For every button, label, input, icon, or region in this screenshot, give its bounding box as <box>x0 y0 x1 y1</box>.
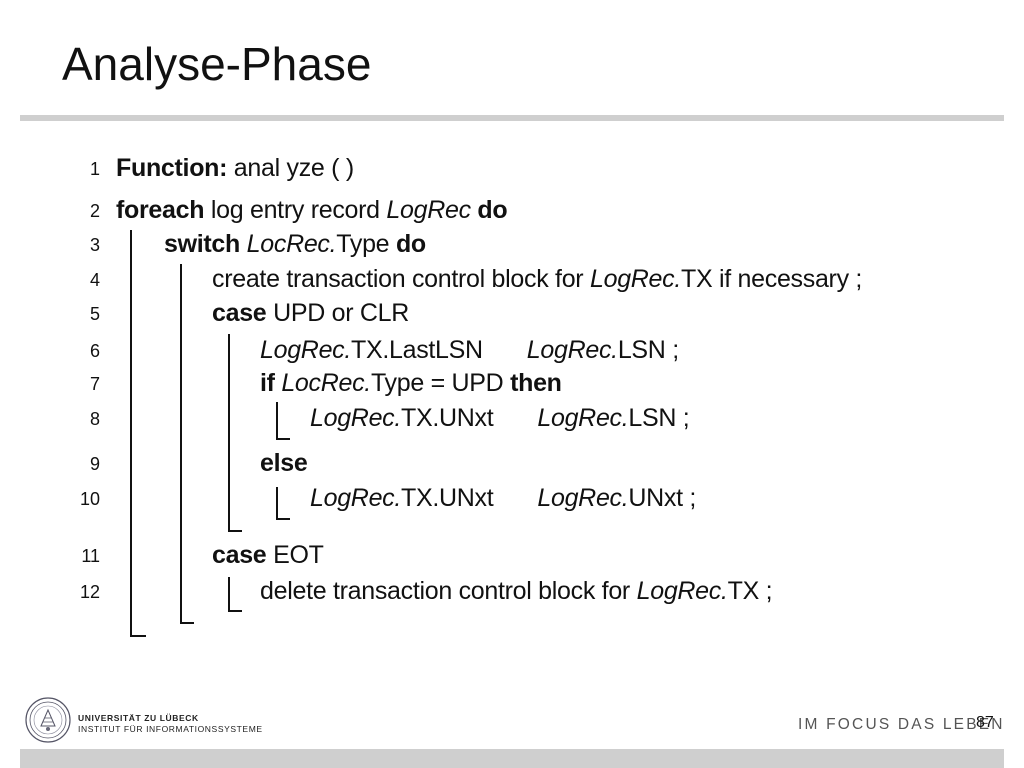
variable: LogRec. <box>636 577 728 605</box>
code-line: Function: anal yze ( ) <box>116 154 354 183</box>
code-text: LSN ; <box>617 336 679 364</box>
variable: LogRec. <box>537 484 629 512</box>
variable: LocRec. <box>246 230 337 258</box>
line-number: 1 <box>89 159 100 179</box>
slide-title: Analyse-Phase <box>62 38 372 90</box>
block-end <box>180 622 194 624</box>
keyword: else <box>260 449 308 477</box>
code-text: anal yze ( ) <box>227 154 354 182</box>
block-end <box>228 530 242 532</box>
code-text: TX.UNxt <box>401 484 494 512</box>
variable: LogRec. <box>526 336 618 364</box>
code-text: TX.UNxt <box>401 404 494 432</box>
code-text: delete transaction control block for <box>260 577 637 605</box>
block-end <box>130 635 146 637</box>
block-bar <box>180 264 182 622</box>
keyword: do <box>395 230 426 258</box>
line-number: 11 <box>81 546 100 566</box>
code-text: UPD or CLR <box>266 299 409 327</box>
keyword: if <box>260 369 275 397</box>
line-number: 9 <box>89 454 100 474</box>
university-wordmark: UNIVERSITÄT ZU LÜBECK INSTITUT FÜR INFOR… <box>78 713 263 735</box>
keyword: Function: <box>116 154 228 182</box>
keyword: case <box>212 299 267 327</box>
keyword: case <box>212 541 267 569</box>
block-bar <box>276 487 278 518</box>
code-line: case EOT <box>212 541 324 570</box>
keyword: switch <box>164 230 240 258</box>
page-number: 87 <box>976 714 994 731</box>
line-number: 6 <box>89 341 100 361</box>
keyword: foreach <box>116 196 205 224</box>
variable: LogRec <box>386 196 471 224</box>
line-number: 5 <box>89 304 100 324</box>
title-divider <box>20 115 1004 121</box>
code-text: TX ; <box>727 577 773 605</box>
keyword: do <box>470 196 508 224</box>
code-line: case UPD or CLR <box>212 299 409 328</box>
code-line: else <box>260 449 308 478</box>
institute-name: INSTITUT FÜR INFORMATIONSSYSTEME <box>78 724 263 734</box>
code-text: LSN ; <box>628 404 690 432</box>
line-number: 8 <box>89 409 100 429</box>
footer-band <box>20 749 1004 768</box>
slogan: IM FOCUS DAS LEBEN <box>798 716 1005 733</box>
block-end <box>276 518 290 520</box>
block-bar <box>276 402 278 438</box>
code-text: TX if necessary ; <box>681 265 863 293</box>
code-line: create transaction control block for Log… <box>212 265 862 294</box>
block-end <box>276 438 290 440</box>
code-text: Type = UPD <box>370 369 511 397</box>
variable: LogRec. <box>260 336 352 364</box>
variable: LocRec. <box>281 369 371 397</box>
code-line: if LocRec.Type = UPD then <box>260 369 562 398</box>
code-text: UNxt ; <box>628 484 697 512</box>
code-line: delete transaction control block for Log… <box>260 577 773 606</box>
code-line: switch LocRec.Type do <box>164 230 426 259</box>
code-text: TX.LastLSN <box>351 336 483 364</box>
code-text: create transaction control block for <box>212 265 590 293</box>
line-number: 12 <box>79 582 100 602</box>
block-bar <box>130 230 132 635</box>
line-number: 4 <box>89 270 100 290</box>
line-number: 7 <box>89 374 100 394</box>
line-number: 3 <box>89 235 100 255</box>
block-bar <box>228 577 230 610</box>
line-number: 2 <box>89 201 100 221</box>
block-end <box>228 610 242 612</box>
line-number: 10 <box>79 489 100 509</box>
variable: LogRec. <box>310 404 402 432</box>
algorithm-block: 1 Function: anal yze ( ) 2 foreach log entr… <box>79 154 862 637</box>
variable: LogRec. <box>589 265 681 293</box>
code-text: EOT <box>266 541 324 569</box>
keyword: then <box>510 369 562 397</box>
code-text <box>240 230 247 258</box>
block-bar <box>228 334 230 530</box>
code-line: foreach log entry record LogRec do <box>116 196 508 225</box>
university-name: UNIVERSITÄT ZU LÜBECK <box>78 713 199 723</box>
code-text: log entry record <box>204 196 387 224</box>
university-seal-icon <box>24 696 72 749</box>
variable: LogRec. <box>537 404 629 432</box>
variable: LogRec. <box>310 484 402 512</box>
code-text: Type <box>336 230 396 258</box>
